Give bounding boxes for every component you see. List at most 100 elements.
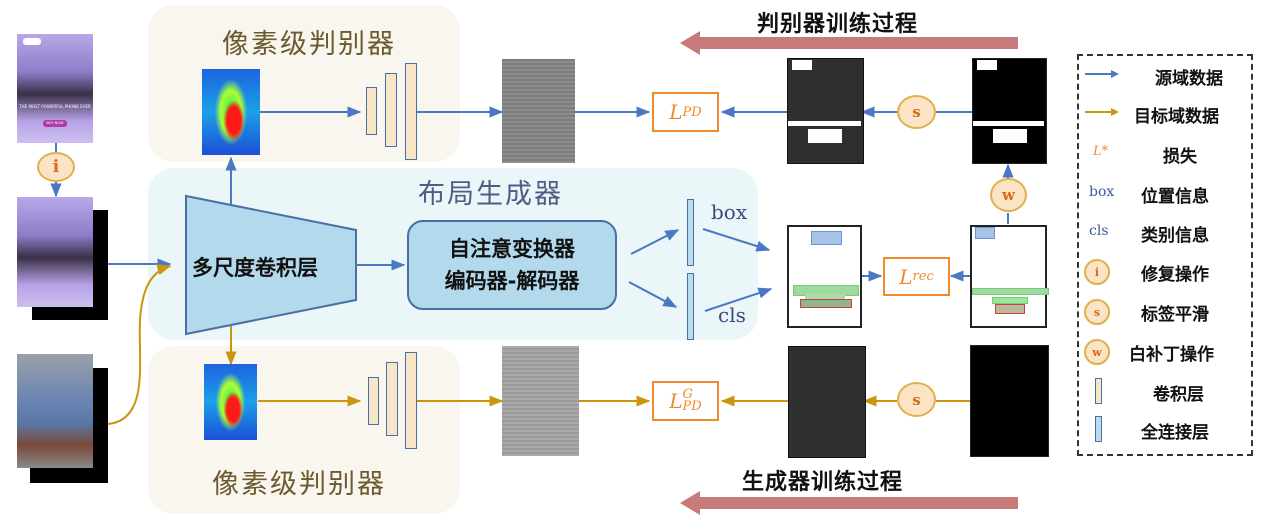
arrow-encdec-to-cls-fc xyxy=(628,281,678,308)
label-smoothing-icon-top: s xyxy=(897,95,936,129)
predicted-layout xyxy=(787,225,862,328)
legend-label: 目标域数据 xyxy=(1134,107,1219,127)
transformer-encoder-decoder: 自注意变换器 编码器-解码器 xyxy=(407,220,617,310)
smoothed-target-mask xyxy=(788,346,866,458)
layout-generator-title: 布局生成器 xyxy=(418,179,563,210)
pixel-discriminator-title-top: 像素级判别器 xyxy=(222,29,396,60)
gt-logo-box xyxy=(975,227,995,239)
discriminator-training-arrow xyxy=(680,31,1018,55)
legend-item-whitepatch: w 白补丁操作 xyxy=(1079,336,1251,370)
mask-logo-patch xyxy=(977,60,997,70)
pixel-discriminator-title-bottom: 像素级判别器 xyxy=(212,469,386,500)
conv-layer-bottom-1 xyxy=(368,377,379,425)
ground-truth-layout xyxy=(970,225,1049,328)
legend-label: 源域数据 xyxy=(1155,69,1223,89)
mask-logo-patch xyxy=(792,60,812,70)
loss-pd-sub: PD xyxy=(682,104,702,120)
legend: 源域数据 目标域数据 L* 损失 box 位置信息 cls 类别信息 i 修复操… xyxy=(1077,54,1253,456)
mask-button-patch xyxy=(993,129,1027,143)
target-discriminator-output-map xyxy=(502,346,579,456)
source-poster-image: THE MOST POWERFUL PHONE EVER BUY NOW xyxy=(17,34,93,143)
target-blank-mask xyxy=(970,345,1049,457)
poster-headline: THE MOST POWERFUL PHONE EVER xyxy=(19,104,91,109)
legend-item-target: 目标域数据 xyxy=(1079,98,1251,132)
generator-training-arrow xyxy=(680,491,1018,515)
multiscale-conv-label: 多尺度卷积层 xyxy=(192,256,318,280)
inpainted-source-image xyxy=(17,197,93,307)
legend-item-smooth: s 标签平滑 xyxy=(1079,296,1251,330)
arrow-box-fc-to-layout xyxy=(702,228,771,252)
discriminator-training-title: 判别器训练过程 xyxy=(757,12,919,37)
label-smoothing-icon-bottom: s xyxy=(897,382,936,417)
poster-buy-button: BUY NOW xyxy=(43,120,67,127)
legend-item-box: box 位置信息 xyxy=(1079,178,1251,212)
inpaint-symbol-icon: i xyxy=(1084,259,1110,285)
legend-label: 位置信息 xyxy=(1141,187,1209,207)
source-saliency-heatmap xyxy=(202,69,260,155)
legend-label: 卷积层 xyxy=(1153,385,1204,405)
smoothed-source-mask xyxy=(787,58,864,164)
conv-layer-top-2 xyxy=(385,73,397,147)
source-layout-mask xyxy=(972,58,1047,164)
loss-pdg-sup: G xyxy=(682,387,693,402)
fc-layer-symbol-icon xyxy=(1095,416,1102,442)
loss-rec-sub: rec xyxy=(912,269,934,284)
legend-item-loss: L* 损失 xyxy=(1079,138,1251,172)
inpaint-operation-icon: i xyxy=(37,152,75,182)
legend-label: 全连接层 xyxy=(1141,423,1209,443)
target-saliency-heatmap xyxy=(204,364,257,440)
source-arrow-icon xyxy=(1085,70,1119,78)
arrow-target-to-conv xyxy=(107,264,172,425)
generator-training-title: 生成器训练过程 xyxy=(742,470,904,495)
white-patch-icon: w xyxy=(990,178,1027,212)
fc-layer-cls xyxy=(687,273,694,340)
target-domain-image xyxy=(17,354,93,468)
gt-underlay-box xyxy=(992,297,1028,304)
loss-pdg-sub: PD xyxy=(682,399,702,414)
fc-layer-box xyxy=(687,199,694,266)
mask-button-patch xyxy=(808,129,842,143)
source-discriminator-output-map xyxy=(502,59,575,163)
box-output-label: box xyxy=(711,200,748,224)
arrow-cls-fc-to-layout xyxy=(704,287,773,312)
legend-item-inpaint: i 修复操作 xyxy=(1079,256,1251,290)
legend-label: 修复操作 xyxy=(1141,265,1209,285)
legend-item-source: 源域数据 xyxy=(1079,60,1251,94)
box-symbol-icon: box xyxy=(1089,184,1115,200)
legend-item-cls: cls 类别信息 xyxy=(1079,217,1251,251)
legend-label: 白补丁操作 xyxy=(1129,345,1214,365)
encdec-label-line1: 自注意变换器 xyxy=(449,237,575,261)
conv-layer-bottom-2 xyxy=(386,362,398,436)
legend-item-fc: 全连接层 xyxy=(1079,414,1251,448)
loss-pd-base: L xyxy=(669,100,683,124)
encdec-label-line2: 编码器-解码器 xyxy=(444,269,580,293)
smooth-symbol-icon: s xyxy=(1084,299,1110,325)
cls-output-label: cls xyxy=(718,303,746,327)
conv-layer-bottom-3 xyxy=(405,352,417,449)
conv-layer-top-3 xyxy=(405,63,417,160)
poster-logo xyxy=(23,38,41,45)
whitepatch-symbol-icon: w xyxy=(1084,339,1110,365)
gt-bar-box xyxy=(972,288,1049,295)
legend-item-conv: 卷积层 xyxy=(1079,376,1251,410)
loss-rec-base: L xyxy=(899,264,913,289)
predicted-logo-box xyxy=(811,231,842,245)
conv-layer-top-1 xyxy=(366,87,377,135)
mask-bar-patch xyxy=(788,121,861,126)
loss-symbol-icon: L* xyxy=(1093,144,1109,159)
arrow-encdec-to-box-fc xyxy=(630,229,680,255)
legend-label: 损失 xyxy=(1163,147,1197,167)
legend-label: 类别信息 xyxy=(1141,226,1209,246)
loss-pdg-base: L xyxy=(669,389,683,413)
predicted-button-box xyxy=(800,299,852,308)
predicted-underlay-box-2 xyxy=(805,294,845,299)
multiscale-conv-block xyxy=(185,194,357,336)
gt-button-box xyxy=(995,304,1025,314)
cls-symbol-icon: cls xyxy=(1089,223,1109,239)
legend-label: 标签平滑 xyxy=(1141,305,1209,325)
target-arrow-icon xyxy=(1085,108,1119,116)
